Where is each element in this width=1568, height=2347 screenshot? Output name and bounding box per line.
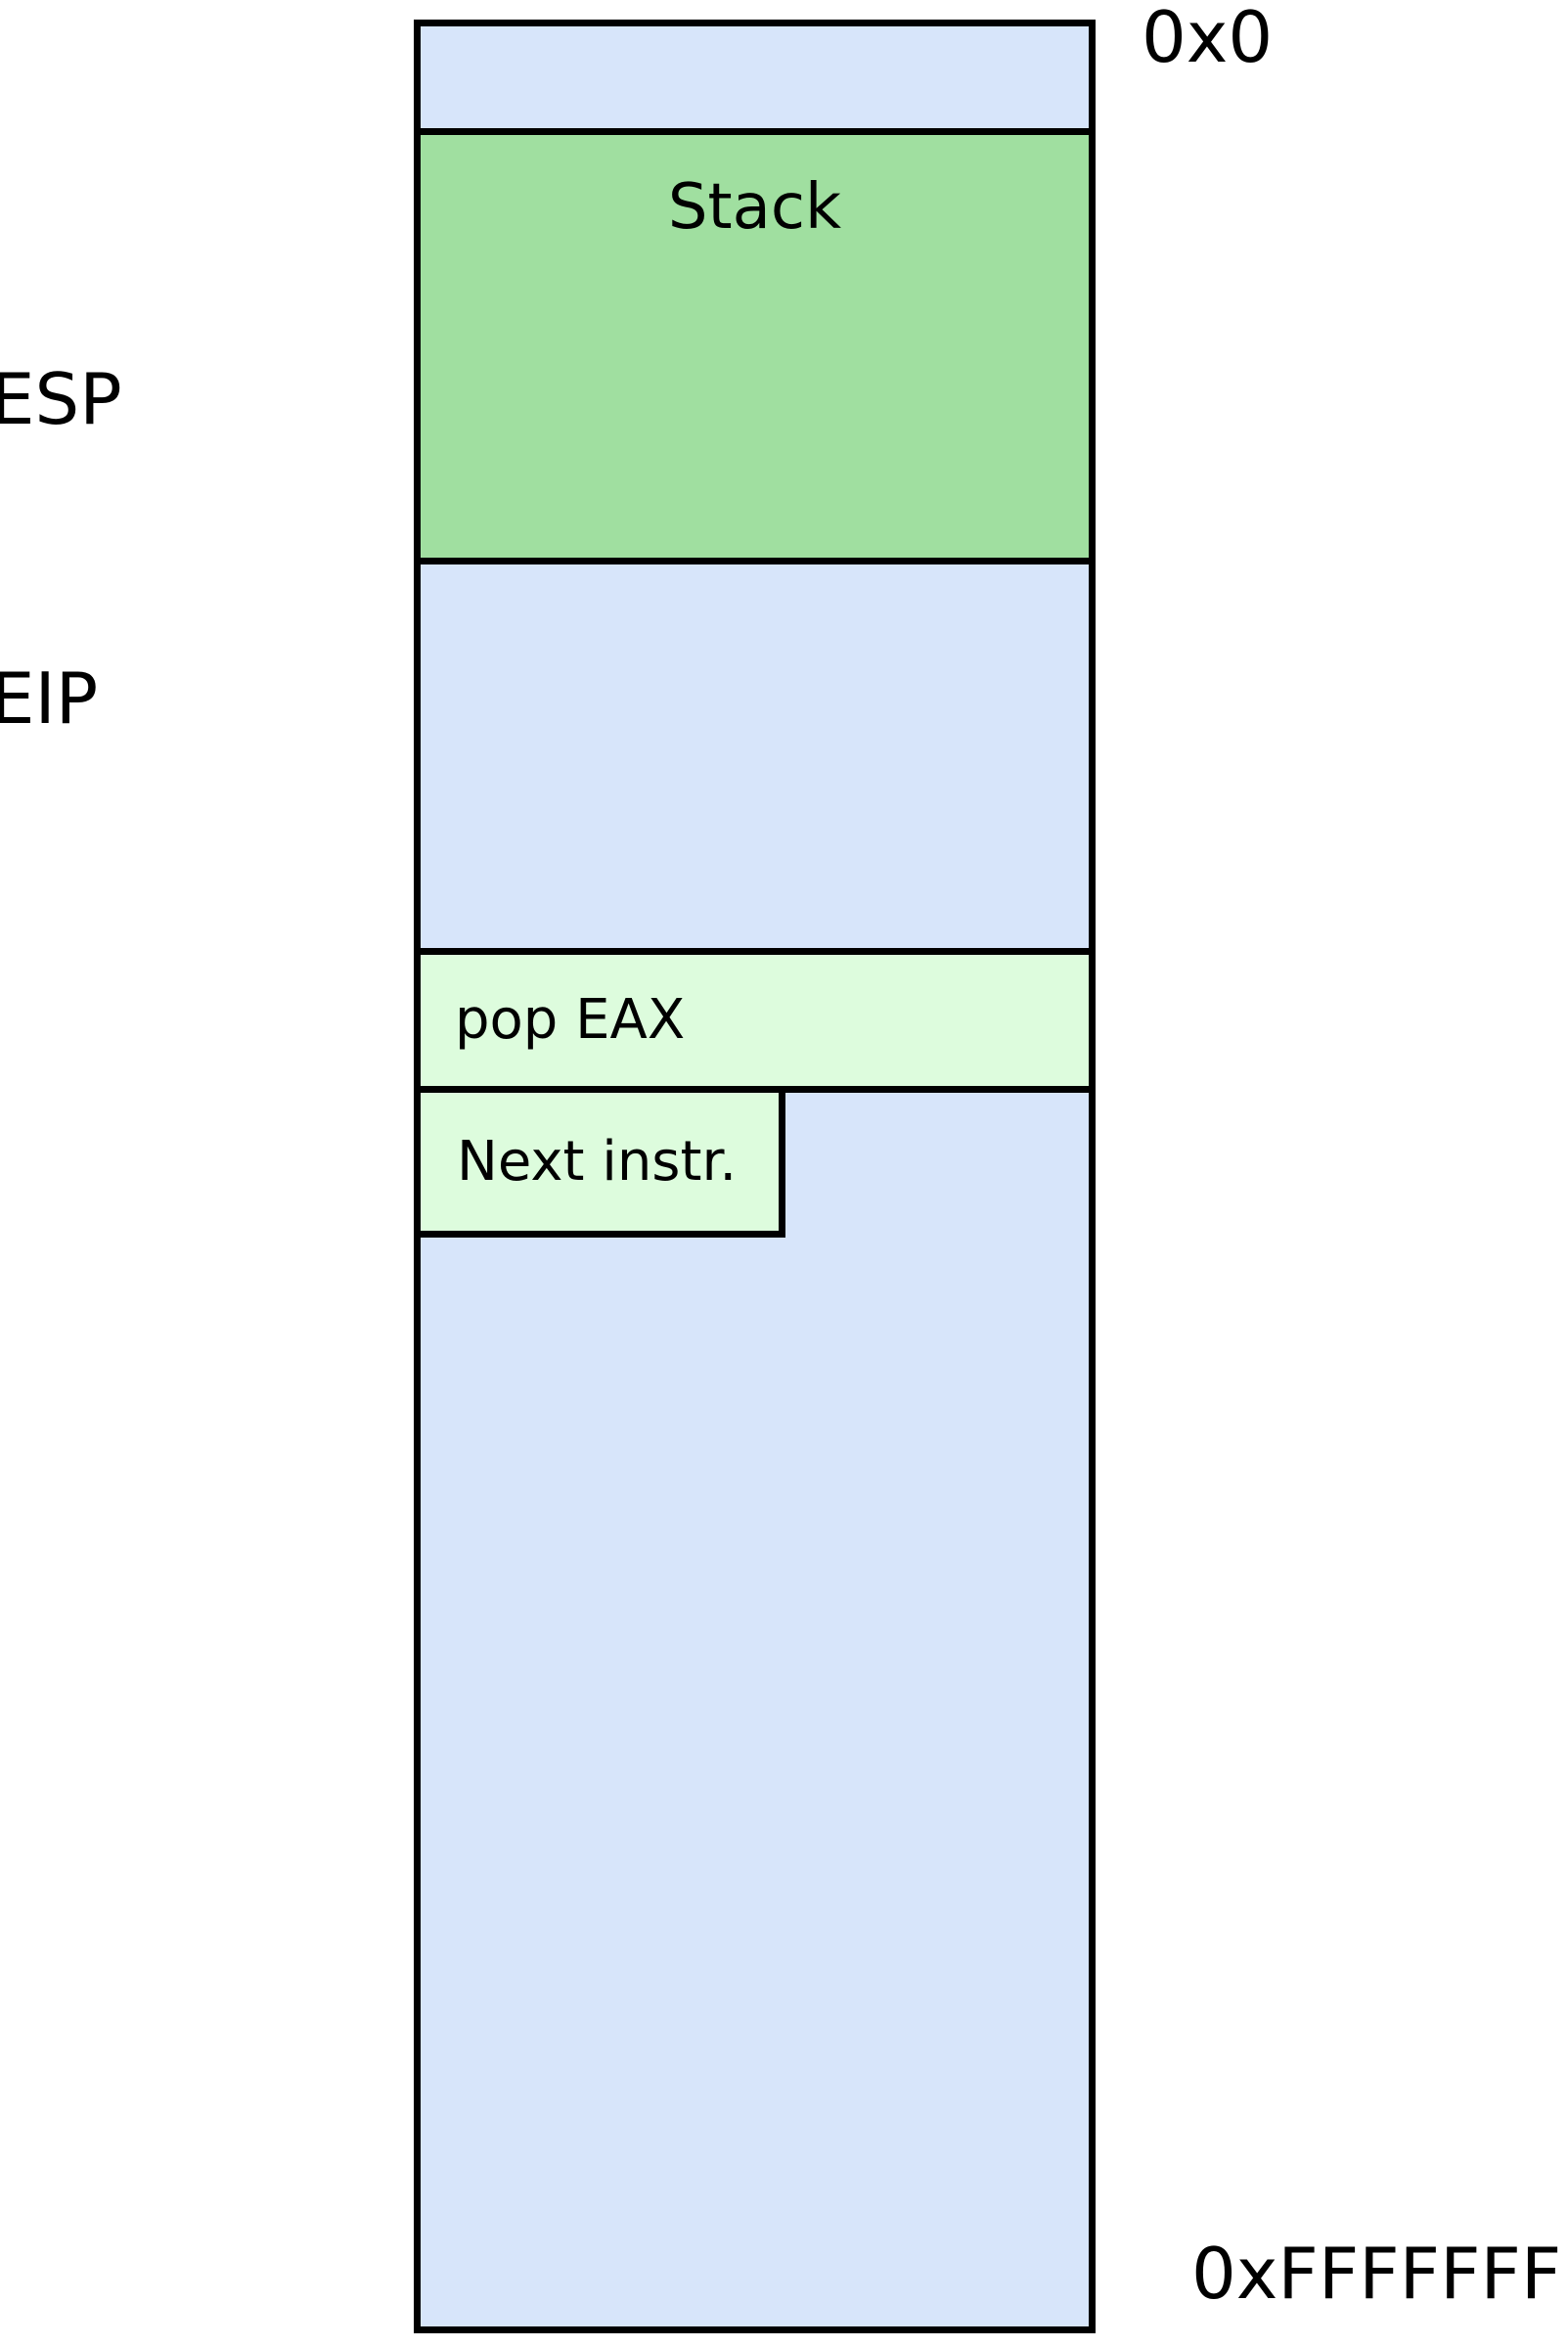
pop-eax-section: pop EAX	[421, 948, 1089, 1093]
address-top-label: 0x0	[1142, 0, 1274, 78]
next-instr-label: Next instr.	[457, 1129, 738, 1194]
stack-label: Stack	[667, 171, 842, 244]
next-instr-box: Next instr.	[414, 1086, 785, 1238]
stack-section: Stack	[421, 128, 1089, 564]
address-bottom-label: 0xFFFFFFFF	[1191, 2233, 1568, 2315]
eip-register-label: EIP	[0, 657, 99, 740]
pop-eax-label: pop EAX	[455, 988, 686, 1052]
memory-column: Stack pop EAX Next instr.	[414, 20, 1096, 2333]
esp-register-label: ESP	[0, 358, 122, 440]
